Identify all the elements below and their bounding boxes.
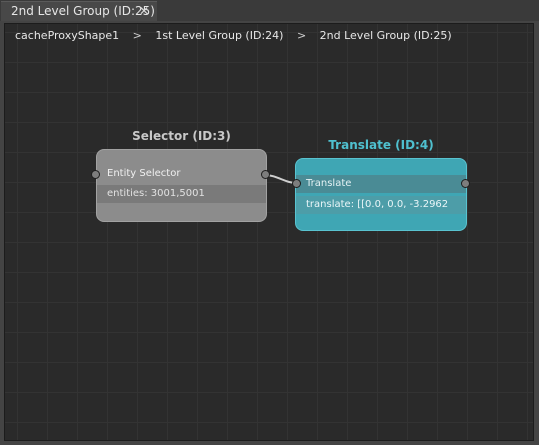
translate-input-port[interactable]: [292, 179, 301, 188]
translate-node[interactable]: Translate translate: [[0.0, 0.0, -3.2962: [295, 158, 467, 231]
selector-node-title: Selector (ID:3): [132, 129, 231, 143]
breadcrumb-item-cache-proxy-shape[interactable]: cacheProxyShape1: [15, 29, 120, 42]
selector-node-header: Entity Selector: [107, 168, 181, 179]
selector-output-port[interactable]: [261, 170, 270, 179]
translate-node-header: Translate: [296, 175, 466, 193]
selector-input-port[interactable]: [91, 170, 100, 179]
translate-value-attr[interactable]: translate: [[0.0, 0.0, -3.2962: [296, 196, 466, 214]
close-icon[interactable]: ✕: [138, 4, 149, 18]
breadcrumb: cacheProxyShape1 > 1st Level Group (ID:2…: [15, 28, 452, 44]
connection-wire[interactable]: [5, 24, 534, 441]
graph-canvas[interactable]: cacheProxyShape1 > 1st Level Group (ID:2…: [4, 23, 534, 441]
breadcrumb-separator: >: [132, 29, 142, 42]
selector-entities-attr[interactable]: entities: 3001,5001: [97, 185, 266, 203]
breadcrumb-item-1st-level-group[interactable]: 1st Level Group (ID:24): [155, 29, 284, 42]
translate-node-title: Translate (ID:4): [328, 138, 434, 152]
tab-2nd-level-group[interactable]: 2nd Level Group (ID:25) ✕: [1, 1, 157, 21]
tab-bar: 2nd Level Group (ID:25) ✕: [0, 0, 539, 21]
translate-output-port[interactable]: [461, 179, 470, 188]
selector-node[interactable]: Entity Selector entities: 3001,5001: [96, 149, 267, 222]
tab-label: 2nd Level Group (ID:25): [11, 4, 155, 18]
breadcrumb-item-2nd-level-group[interactable]: 2nd Level Group (ID:25): [319, 29, 452, 42]
breadcrumb-separator: >: [296, 29, 307, 42]
